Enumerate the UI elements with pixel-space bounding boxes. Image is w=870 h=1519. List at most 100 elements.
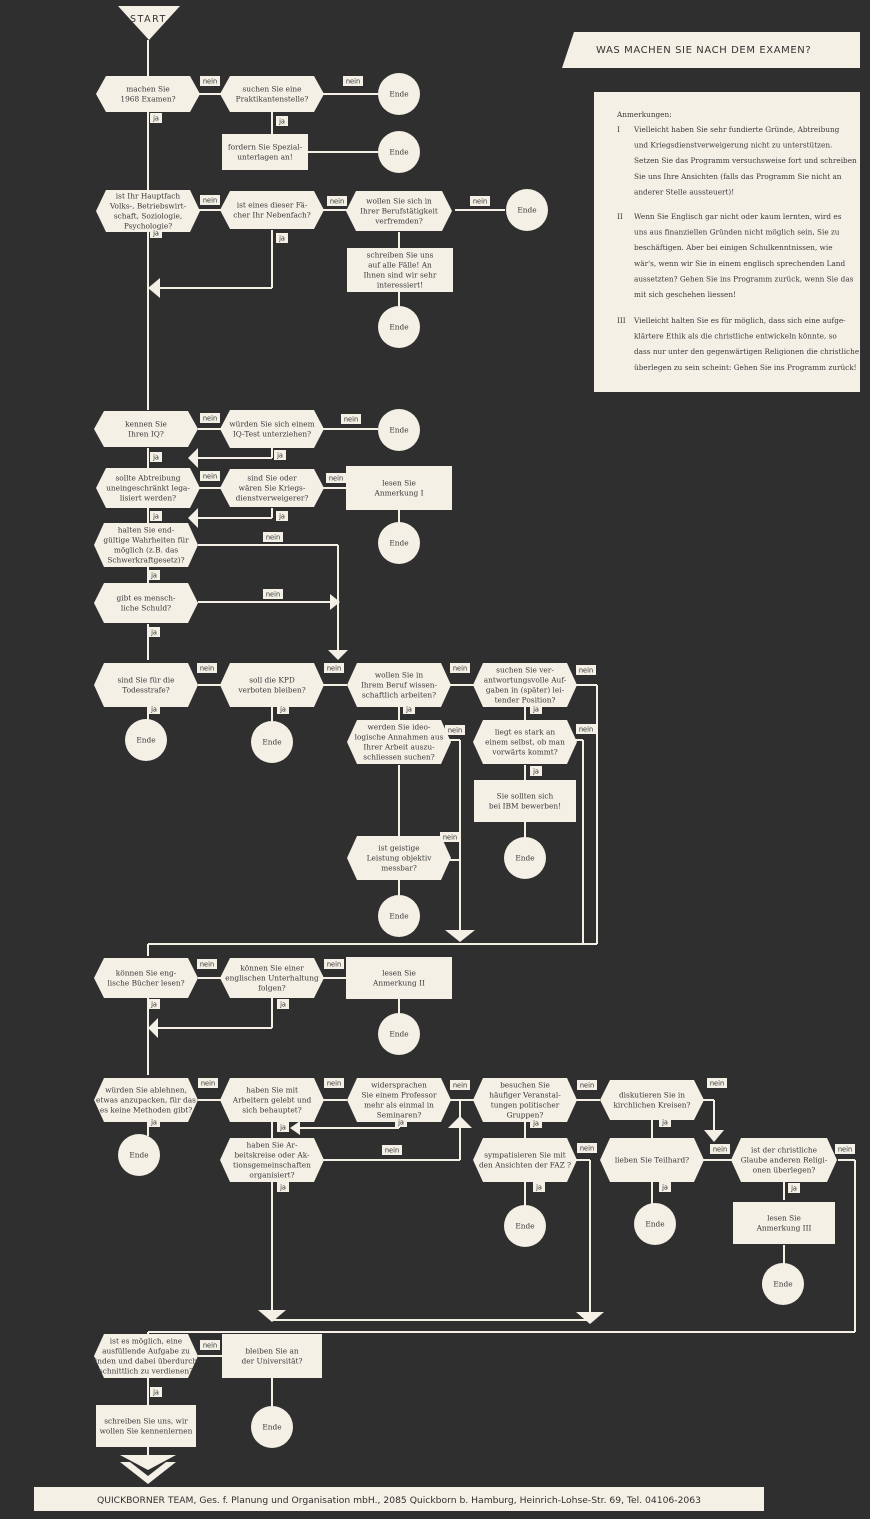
nein-tag: nein [344,415,358,423]
label-line: sind Sie für die [118,676,175,685]
label-line: onen überlegen? [753,1166,816,1175]
label-line: machen Sie [126,85,170,94]
note-line: Sie uns Ihre Ansichten (falls das Progra… [634,172,842,181]
label-line: antwortungsvolle Auf- [484,676,567,685]
note-line: beschäftigen. Aber bei einigen Schulkenn… [634,243,833,252]
label-line: ausfüllende Aufgabe zu [102,1347,190,1356]
decision-q30 [94,1334,198,1378]
ja-tag-box [659,1117,671,1127]
ja-tag: ja [535,1183,542,1191]
nein-tag: nein [329,474,343,482]
label-line: gibt es mensch- [117,594,176,603]
label-line: sind Sie oder [247,474,297,483]
nein-tag: nein [330,197,344,205]
label-line: lische Bücher lesen? [107,979,184,988]
notes-header: Anmerkungen: [616,110,672,119]
nein-tag-box [197,663,217,673]
ja-tag: ja [532,767,539,775]
label-line: ist eines dieser Fä- [237,201,308,210]
end-circle [378,409,420,451]
note-line: überlegen zu sein scheint: Gehen Sie ins… [634,363,857,372]
label-line: Volks-, Betriebswirt- [109,202,187,211]
label-line: tender Position? [495,696,556,705]
decision-q10 [94,523,198,567]
end-circle [634,1203,676,1245]
label-line: ist geistige [378,844,419,853]
ja-tag-box [148,1117,160,1127]
ja-tag: ja [278,512,285,520]
label-line: Seminaren? [377,1111,422,1120]
label-line: schaftlich arbeiten? [362,691,436,700]
decision-q1 [96,76,200,112]
label-line: haben Sie Ar- [247,1141,298,1150]
nein-tag-box [324,663,344,673]
ja-tag-box [150,452,162,462]
arrowheads [120,278,724,1484]
note-number: I [617,125,620,134]
ja-tag-box [148,999,160,1009]
decision-q13 [220,663,324,707]
end-label: Ende [389,912,408,921]
label-line: liegt es stark an [495,728,556,737]
label-line: lesen Sie [382,969,416,978]
nein-tag: nein [201,1079,215,1087]
label-line: finden und dabei überdurch- [92,1357,200,1366]
label-line: fordern Sie Spezial- [228,143,303,152]
action-box-b5 [346,957,452,999]
nein-tag: nein [838,1145,852,1153]
label-q15: suchen Sie ver-antwortungsvolle Auf-gabe… [484,666,567,705]
note-number: III [617,316,626,325]
ja-tag-box [276,511,288,521]
label-line: uneingeschränkt lega- [106,484,190,493]
end-circle [378,522,420,564]
nein-tag-box [450,1080,470,1090]
ja-tag-box [395,1117,407,1127]
label-line: interessiert! [377,281,423,290]
label-line: verboten bleiben? [237,686,305,695]
ja-tag-box [274,450,286,460]
label-line: Arbeitern gelebt und [232,1096,312,1105]
label-line: Gruppen? [507,1111,544,1120]
label-line: schliessen suchen? [363,753,434,762]
label-line: Ihrer Berufstätigkeit [360,207,438,216]
end-label: Ende [129,1151,148,1160]
label-line: mehr als einmal in [364,1101,434,1110]
ja-tag-box [530,766,542,776]
action-box-b1 [222,134,308,170]
label-q19: können Sie eng-lische Bücher lesen? [107,969,184,988]
label-line: Schwerkraftgesetz)? [107,556,184,565]
decision-q5 [346,191,452,231]
nein-tag: nein [203,472,217,480]
ja-tag: ja [279,1000,286,1008]
decision-q12 [94,663,198,707]
nein-tag: nein [203,414,217,422]
label-line: schreiben Sie uns [367,251,434,260]
note-line: und Kriegsdienstverweigerung nicht zu un… [634,141,832,150]
decision-q7 [220,410,324,448]
nein-tag: nein [448,726,462,734]
label-line: der Universität? [242,1357,303,1366]
ja-tag: ja [150,571,157,579]
ja-tag-box [276,233,288,243]
nein-tag: nein [200,664,214,672]
label-b1: fordern Sie Spezial-unterlagen an! [228,143,303,162]
label-line: lisiert werden? [120,494,176,503]
label-line: schaft, Soziologie, [114,212,182,221]
label-line: logische Annahmen aus [355,733,444,742]
note-line: klärtere Ethik als die christliche entwi… [634,332,837,341]
ja-tag-box [530,1118,542,1128]
notes-box [594,92,860,392]
note-number: II [617,212,623,221]
label-line: englischen Unterhaltung [225,974,319,983]
label-line: sympatisieren Sie mit [484,1151,566,1160]
